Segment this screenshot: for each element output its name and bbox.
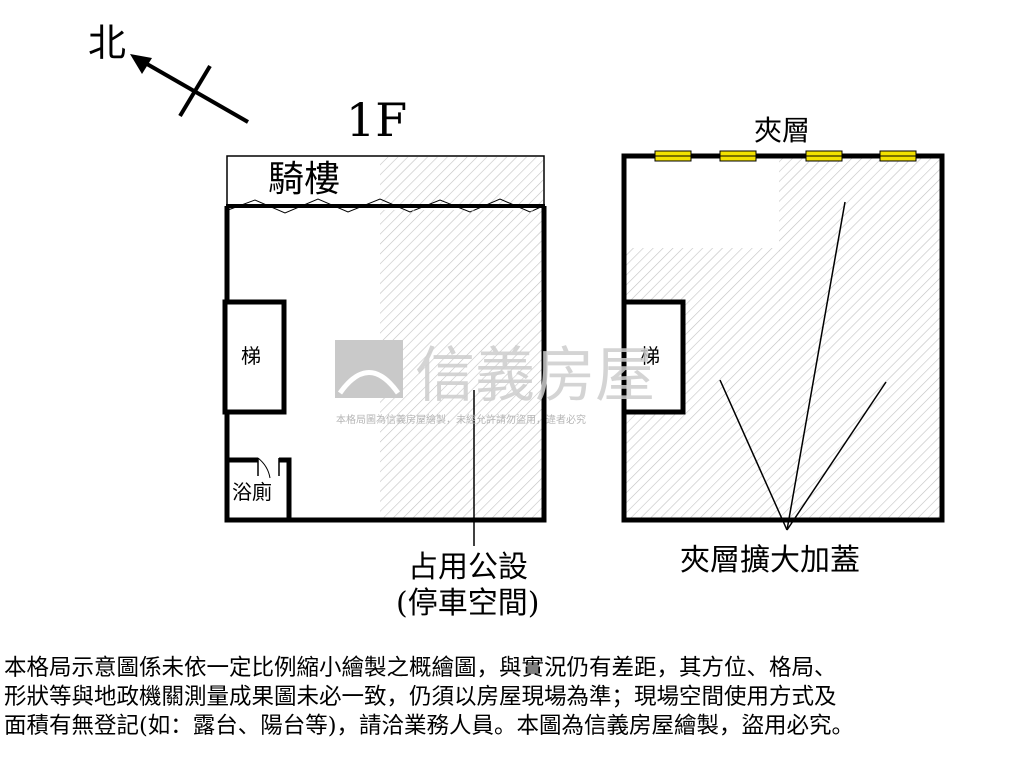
stair-1f <box>222 299 287 415</box>
mezzanine-extension-area <box>626 158 942 520</box>
bathroom-1f <box>227 457 292 520</box>
floor-plan-drawing: 北 1F 騎樓 梯 浴廁 占用公設 (停車空間) 夾層 <box>88 21 945 621</box>
north-arrow-icon <box>130 54 249 124</box>
arcade-label: 騎樓 <box>268 159 340 200</box>
bathroom-1f-label: 浴廁 <box>232 480 272 504</box>
callout-lines-mezzanine <box>719 201 887 531</box>
watermark-fine-print: 本格局圖為信義房屋繪製，未經允許請勿盜用，違者必究 <box>336 413 586 426</box>
window-icon <box>654 150 917 162</box>
callout-1f-line1: 占用公設 <box>408 550 528 585</box>
callout-1f-line2: (停車空間) <box>396 586 539 621</box>
disclaimer-line: 本格局示意圖係未依一定比例縮小繪製之概繪圖，與實況仍有差距，其方位、格局、 <box>4 655 837 681</box>
stair-mezzanine <box>621 299 686 415</box>
stair-mezzanine-label: 梯 <box>640 344 660 368</box>
disclaimer-line: 形狀等與地政機關測量成果圖未必一致，仍須以房屋現場為準；現場空間使用方式及 <box>4 684 837 710</box>
mezzanine-title: 夾層 <box>754 114 810 147</box>
occupied-common-area <box>380 210 542 518</box>
watermark-brand: 信義房屋 <box>415 341 655 411</box>
brand-logo <box>335 340 403 398</box>
arcade-area <box>226 155 545 214</box>
stair-1f-label: 梯 <box>241 344 261 368</box>
north-label: 北 <box>88 21 126 65</box>
disclaimer-line: 面積有無登記(如：露台、陽台等)，請洽業務人員。本圖為信義房屋繪製，盜用必究。 <box>4 713 855 739</box>
mezzanine-callout-label: 夾層擴大加蓋 <box>680 543 860 578</box>
disclaimer: 本格局示意圖係未依一定比例縮小繪製之概繪圖，與實況仍有差距，其方位、格局、 形狀… <box>4 654 1022 741</box>
floor-1f-title: 1F <box>346 93 407 147</box>
